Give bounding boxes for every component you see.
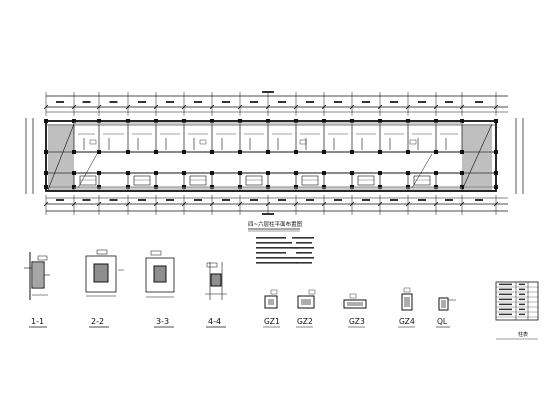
section-label-2-2: 2-2: [91, 317, 104, 326]
section-1-1: 1-1: [24, 252, 50, 328]
section-2-2: 2-2: [85, 249, 124, 328]
detail-gz3: GZ3: [343, 293, 367, 328]
section-4-4: 4-4: [205, 262, 227, 328]
bottom-dimension-lines: [43, 195, 508, 215]
detail-label-ql: QL: [437, 317, 448, 326]
section-details: 1-1 2-2 3-3: [24, 249, 227, 328]
detail-label-gz3: GZ3: [349, 317, 365, 326]
detail-label-gz4: GZ4: [399, 317, 415, 326]
section-label-3-3: 3-3: [156, 317, 169, 326]
plan-title: 四~六层柱平面布置图: [248, 220, 303, 228]
top-dimension-lines: [43, 91, 508, 116]
column-layout-plan: 四~六层柱平面布置图: [25, 91, 524, 232]
table-caption: 柱表: [518, 331, 528, 338]
detail-label-gz1: GZ1: [264, 317, 280, 326]
section-label-1-1: 1-1: [31, 317, 44, 326]
section-label-4-4: 4-4: [208, 317, 221, 326]
section-3-3: 3-3: [145, 250, 175, 328]
column-details: GZ1 GZ2 GZ3 GZ4 QL: [263, 287, 456, 328]
detail-gz4: GZ4: [398, 287, 415, 328]
plan-grid: [44, 119, 498, 191]
detail-ql: QL: [436, 297, 456, 328]
stair-bay-left: [47, 123, 75, 191]
building-outline: [45, 120, 497, 192]
detail-label-gz2: GZ2: [297, 317, 313, 326]
detail-gz2: GZ2: [296, 289, 316, 328]
detail-gz1: GZ1: [263, 289, 280, 328]
column-schedule-table: 柱表: [495, 281, 539, 340]
general-notes: [256, 237, 314, 264]
side-dimension-lines: [25, 118, 524, 194]
stair-bay-right: [461, 123, 493, 191]
